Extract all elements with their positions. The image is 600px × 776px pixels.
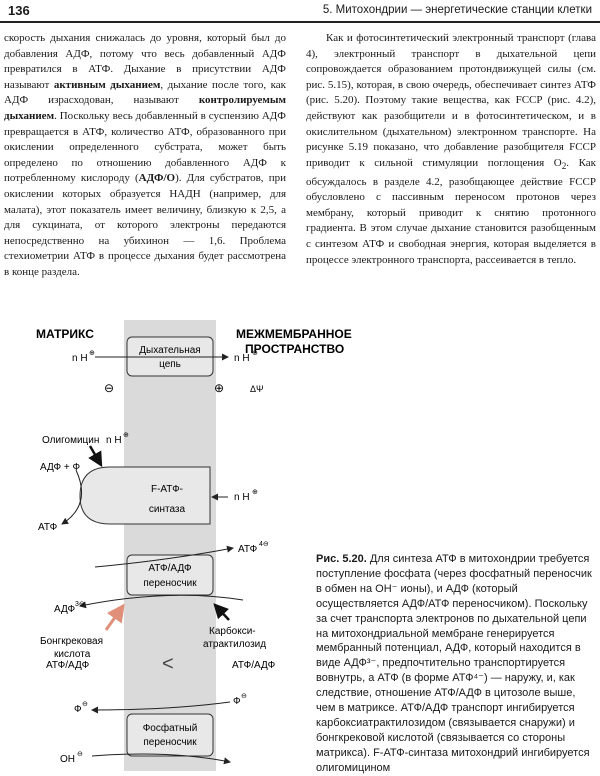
page-header: 136 5. Митохондрии — энергетические стан… xyxy=(0,0,600,23)
atp-synthase xyxy=(79,466,211,525)
text-run: скорость дыхания снижалась до уровня, ко… xyxy=(4,32,286,91)
subscript: 2 xyxy=(561,160,567,171)
resp-chain-label-2: цепь xyxy=(159,359,181,370)
synthase-reaction-arrow xyxy=(61,469,83,525)
page-number: 136 xyxy=(8,3,30,18)
hydroxide-matrix: OH xyxy=(60,754,75,765)
carboxy-label-1: Карбокси- xyxy=(209,625,256,637)
bongkrek-label-1: Бонгкрековая xyxy=(40,636,103,647)
running-title: 5. Митохондрии — энергетические станции … xyxy=(322,4,592,16)
ratio-ims: АТФ/АДФ xyxy=(232,660,276,671)
adp3-charge: 3⊖ xyxy=(75,601,85,608)
synthase-label-2: синтаза xyxy=(149,504,186,515)
atp-adp-translocator xyxy=(126,554,214,596)
nH-matrix: n H xyxy=(72,353,88,364)
phosphate-ims: Ф xyxy=(233,696,241,707)
atp4-ims: АТФ xyxy=(238,544,258,555)
nH-synthase: n H xyxy=(234,492,250,503)
phosphate-carrier xyxy=(126,713,214,757)
oligomycin-label: Олигомицин xyxy=(42,435,99,446)
bongkrek-arrow xyxy=(104,603,125,631)
adp3-matrix: АДФ xyxy=(54,604,76,615)
oligomycin-arrow xyxy=(88,445,103,468)
resp-chain-label-1: Дыхательная xyxy=(139,345,200,356)
matrix-negative-sign: ⊖ xyxy=(104,381,114,395)
nH-oligomycin: n H xyxy=(106,435,122,446)
nH-ims: n H xyxy=(234,353,250,364)
phosphate-carrier-label-1: Фосфатный xyxy=(143,722,198,734)
bongkrek-label-2: кислота xyxy=(54,649,91,660)
hydroxide-charge: ⊖ xyxy=(77,751,83,758)
phosphate-matrix-charge: ⊖ xyxy=(82,701,88,708)
term-controlled-respiration: контролируемым дыханием xyxy=(4,94,286,122)
carboxyatractyloside-arrow xyxy=(213,603,230,621)
text-run: . Поскольку весь добавленный в суспензию… xyxy=(4,109,286,185)
figure-caption: Рис. 5.20. Для синтеза АТФ в митохондрии… xyxy=(316,552,596,776)
nH-ims-charge: ⊕ xyxy=(252,350,258,357)
nH-synthase-charge: ⊕ xyxy=(252,489,258,496)
left-text-column: скорость дыхания снижалась до уровня, ко… xyxy=(4,31,286,281)
atp-export-arrow xyxy=(94,545,234,568)
ims-positive-sign: ⊕ xyxy=(214,381,224,395)
caption-text: Для синтеза АТФ в митохондрии требуется … xyxy=(316,553,592,774)
hydroxide-export-arrow xyxy=(91,753,231,765)
phosphate-matrix: Ф xyxy=(74,704,82,715)
ratio-less-than: < xyxy=(162,653,174,675)
text-run: , дыхание после того, как АДФ израсходов… xyxy=(4,78,286,107)
ratio-matrix: АТФ/АДФ xyxy=(46,660,90,671)
term-adp-o: АДФ/О xyxy=(138,172,176,185)
right-text-column: Как и фотосинтетический электронный тран… xyxy=(306,31,596,268)
phosphate-ims-charge: ⊖ xyxy=(241,693,247,700)
header-rule xyxy=(0,21,600,23)
nH-oligo-charge: ⊕ xyxy=(123,432,129,439)
text-run: ). Для субстратов, при окислении которых… xyxy=(4,172,286,278)
atp-matrix: АТФ xyxy=(38,522,58,533)
phosphate-carrier-label-2: переносчик xyxy=(143,737,197,748)
adp-import-arrow xyxy=(79,594,244,609)
delta-psi: ΔΨ xyxy=(250,384,264,394)
inner-membrane xyxy=(124,320,216,771)
translocator-label-1: АТФ/АДФ xyxy=(148,563,192,574)
synthase-label-1: F-АТФ- xyxy=(151,484,183,495)
ims-label-1: МЕЖМЕМБРАННОЕ xyxy=(236,327,352,341)
adp-p-label: АДФ + Ф xyxy=(40,462,81,473)
caption-label: Рис. 5.20. xyxy=(316,553,367,565)
ims-label-2: ПРОСТРАНСТВО xyxy=(245,342,344,356)
text-run: . Как обсуждалось в разделе 4.2, разобща… xyxy=(306,156,596,266)
nH-matrix-charge: ⊕ xyxy=(89,350,95,357)
text-run: Как и фотосинтетический электронный тран… xyxy=(306,32,596,169)
atp4-charge: 4⊖ xyxy=(259,541,269,548)
translocator-label-2: переносчик xyxy=(143,578,197,589)
matrix-label: МАТРИКС xyxy=(36,327,94,341)
phosphate-import-arrow xyxy=(91,701,231,714)
term-active-respiration: активным дыханием xyxy=(53,78,161,91)
carboxy-label-2: атрактилозид xyxy=(203,639,266,650)
